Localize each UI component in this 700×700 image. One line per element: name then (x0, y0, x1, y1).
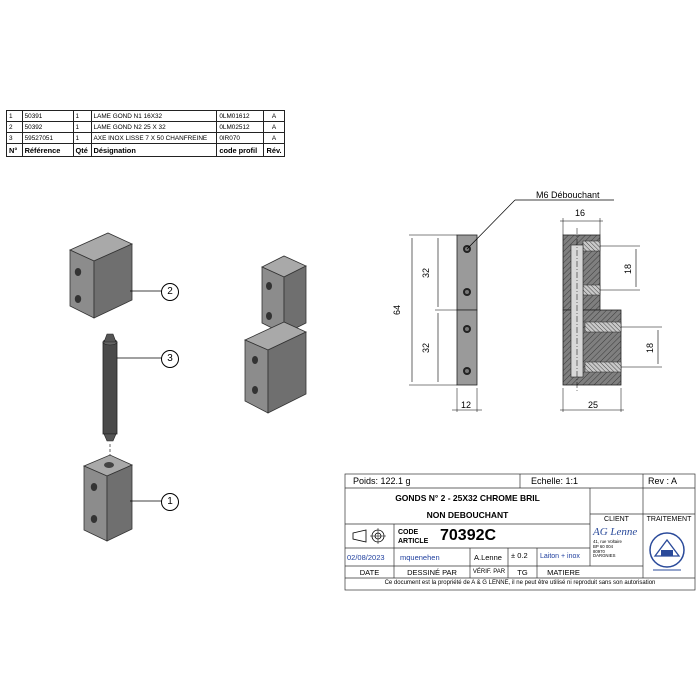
bom-table: 1 50391 1 LAME GOND N1 16X32 0LM01612 A … (6, 110, 285, 157)
date-value: 02/08/2023 (347, 553, 385, 562)
tolerance-value: ± 0.2 (511, 551, 528, 560)
scale-label: Echelle: 1:1 (531, 476, 579, 486)
balloon-1: 1 (161, 493, 179, 511)
company-emblem-icon (649, 532, 685, 571)
date-label: DATE (359, 568, 380, 577)
dim-32-lower: 32 (421, 342, 432, 354)
thread-note: M6 Débouchant (536, 190, 600, 200)
treatment-label: TRAITEMENT (646, 516, 692, 523)
section-view (560, 218, 662, 412)
part-1-block (82, 454, 162, 542)
balloon-2: 2 (161, 283, 179, 301)
revision-label: Rev : A (648, 476, 678, 486)
balloon-3: 3 (161, 350, 179, 368)
footer-notice: Ce document est la propriété de A & G LE… (384, 580, 656, 586)
company-address-line: BP 60 004 (593, 543, 613, 549)
dim-12: 12 (461, 400, 472, 410)
code-article-label: CODE ARTICLE (398, 528, 428, 546)
drawing-title-line2: NON DEBOUCHANT (426, 510, 509, 520)
dim-64: 64 (392, 304, 403, 316)
company-address-line: 41, rue Voltaire (593, 539, 622, 544)
dim-18-upper: 18 (623, 263, 634, 275)
projection-symbol-icon (352, 528, 386, 544)
table-row: 2 50392 1 LAME GOND N2 25 X 32 0LM02512 … (6, 121, 285, 133)
client-label: CLIENT (604, 516, 629, 523)
code-article-value: 70392C (440, 527, 497, 544)
company-address-line: DARGNIES (593, 553, 616, 559)
dim-16: 16 (575, 208, 586, 218)
dim-32-upper: 32 (421, 267, 432, 279)
bom-cell: 0LM02512 (216, 121, 265, 133)
dim-25: 25 (588, 400, 599, 410)
checked-by-label: VÉRIF. PAR (472, 569, 506, 575)
company-address: 41, rue Voltaire BP 60 004 80970 DARGNIE… (593, 539, 622, 559)
drawn-by-label: DESSINÉ PAR (407, 568, 457, 577)
title-block-frame (344, 473, 696, 591)
material-label: MATIERE (547, 568, 580, 577)
bom-header: Désignation (90, 143, 218, 157)
bom-header: Qté (72, 143, 92, 157)
tg-label: TG (517, 568, 528, 577)
table-header-row: N° Référence Qté Désignation code profil… (6, 143, 285, 157)
part-2-block (69, 232, 162, 319)
drawing-title-line1: GONDS N° 2 - 25X32 CHROME BRIL (395, 493, 540, 503)
code-article-label-line1: CODE (398, 529, 419, 536)
code-article-label-line2: ARTICLE (398, 538, 429, 545)
company-logo: AG Lenne (593, 526, 638, 538)
weight-label: Poids: 122.1 g (353, 476, 411, 486)
material-value: Laiton + inox (540, 553, 580, 560)
bom-header: Rév. (263, 143, 285, 157)
table-row: 3 59527051 1 AXE INOX LISSE 7 X 50 CHANF… (6, 132, 285, 144)
table-row: 1 50391 1 LAME GOND N1 16X32 0LM01612 A (6, 110, 285, 122)
bom-header: code profil (216, 143, 265, 157)
front-view (409, 199, 614, 412)
dim-18-lower: 18 (645, 342, 656, 354)
part-3-pin (102, 333, 162, 462)
checked-by-value: A.Lenne (474, 553, 502, 562)
company-address-line: 80970 (593, 548, 605, 554)
drawn-by-value: mquenehen (400, 553, 440, 562)
assembled-hinge (244, 255, 307, 414)
